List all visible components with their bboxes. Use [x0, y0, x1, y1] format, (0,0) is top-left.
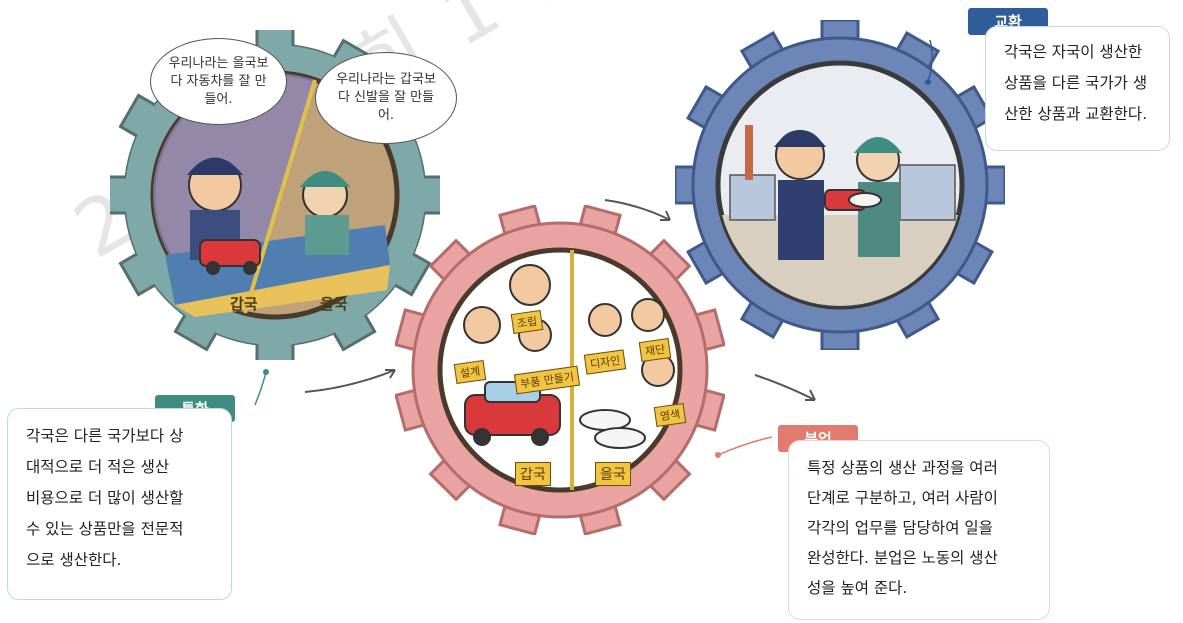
exchange-line-2: 상품을 다른 국가가 생: [1004, 74, 1148, 92]
specialization-line-2: 대적으로 더 적은 생산: [26, 458, 170, 476]
division-line-1: 특정 상품의 생산 과정을 여러: [807, 459, 998, 477]
division-line-4: 완성한다. 분업은 노동의 생산: [807, 549, 998, 567]
arrow-gear2-to-gear3: [604, 199, 671, 221]
division-line-5: 성을 높여 준다.: [807, 579, 908, 597]
division-line-2: 단계로 구분하고, 여러 사람이: [807, 489, 998, 507]
gear2-country-a-label: 갑국: [515, 462, 551, 486]
division-box: 특정 상품의 생산 과정을 여러 단계로 구분하고, 여러 사람이 각각의 업무…: [788, 440, 1050, 620]
arrow-gear1-to-gear2: [304, 369, 396, 393]
gear1-country-b-label: 을국: [320, 295, 348, 313]
exchange-line-1: 각국은 자국이 생산한: [1004, 43, 1143, 61]
specialization-line-4: 수 있는 상품만을 전문적: [26, 520, 184, 538]
gear2-country-b-label: 을국: [595, 462, 631, 486]
speech-bubble-right-text: 우리나라는 갑국보다 신발을 잘 만들어.: [336, 72, 436, 123]
speech-bubble-left: 우리나라는 을국보다 자동차를 잘 만들어.: [150, 38, 287, 125]
gear1-country-a-label: 갑국: [230, 295, 258, 313]
specialization-line-3: 비용으로 더 많이 생산할: [26, 489, 184, 507]
exchange-box: 각국은 자국이 생산한 상품을 다른 국가가 생 산한 상품과 교환한다.: [985, 26, 1170, 151]
specialization-line-5: 으로 생산한다.: [26, 551, 122, 569]
specialization-box: 각국은 다른 국가보다 상 대적으로 더 적은 생산 비용으로 더 많이 생산할…: [7, 408, 232, 600]
specialization-line-1: 각국은 다른 국가보다 상: [26, 427, 184, 445]
exchange-line-3: 산한 상품과 교환한다.: [1004, 105, 1148, 123]
speech-bubble-left-text: 우리나라는 을국보다 자동차를 잘 만들어.: [168, 55, 269, 107]
arrow-gear3-to-division: [754, 374, 816, 401]
exchange-gear: [675, 20, 1005, 350]
division-line-3: 각각의 업무를 담당하여 일을: [807, 519, 993, 537]
speech-bubble-right: 우리나라는 갑국보다 신발을 잘 만들어.: [315, 52, 457, 144]
